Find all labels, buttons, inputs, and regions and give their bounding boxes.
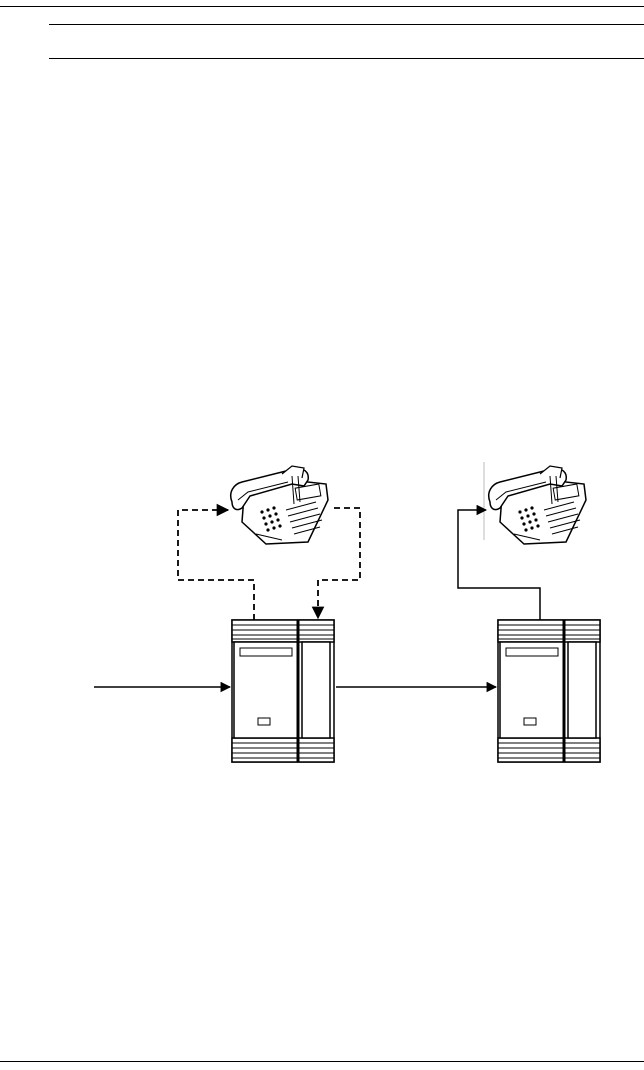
header-rule-top — [0, 6, 644, 7]
left-phone-return-arrow — [318, 508, 360, 618]
header-rule-upper — [49, 24, 644, 25]
footer-rule — [0, 1061, 644, 1062]
ring-to-left-phone-arrow — [178, 510, 254, 620]
telephone-right-icon — [489, 466, 586, 544]
running-header — [49, 30, 629, 52]
running-footer — [49, 1044, 629, 1058]
system-left-icon — [232, 620, 334, 762]
header-rule-lower — [49, 58, 644, 59]
telephone-left-icon — [231, 466, 328, 544]
system-right-icon — [498, 620, 600, 762]
call-routing-diagram — [0, 440, 644, 780]
